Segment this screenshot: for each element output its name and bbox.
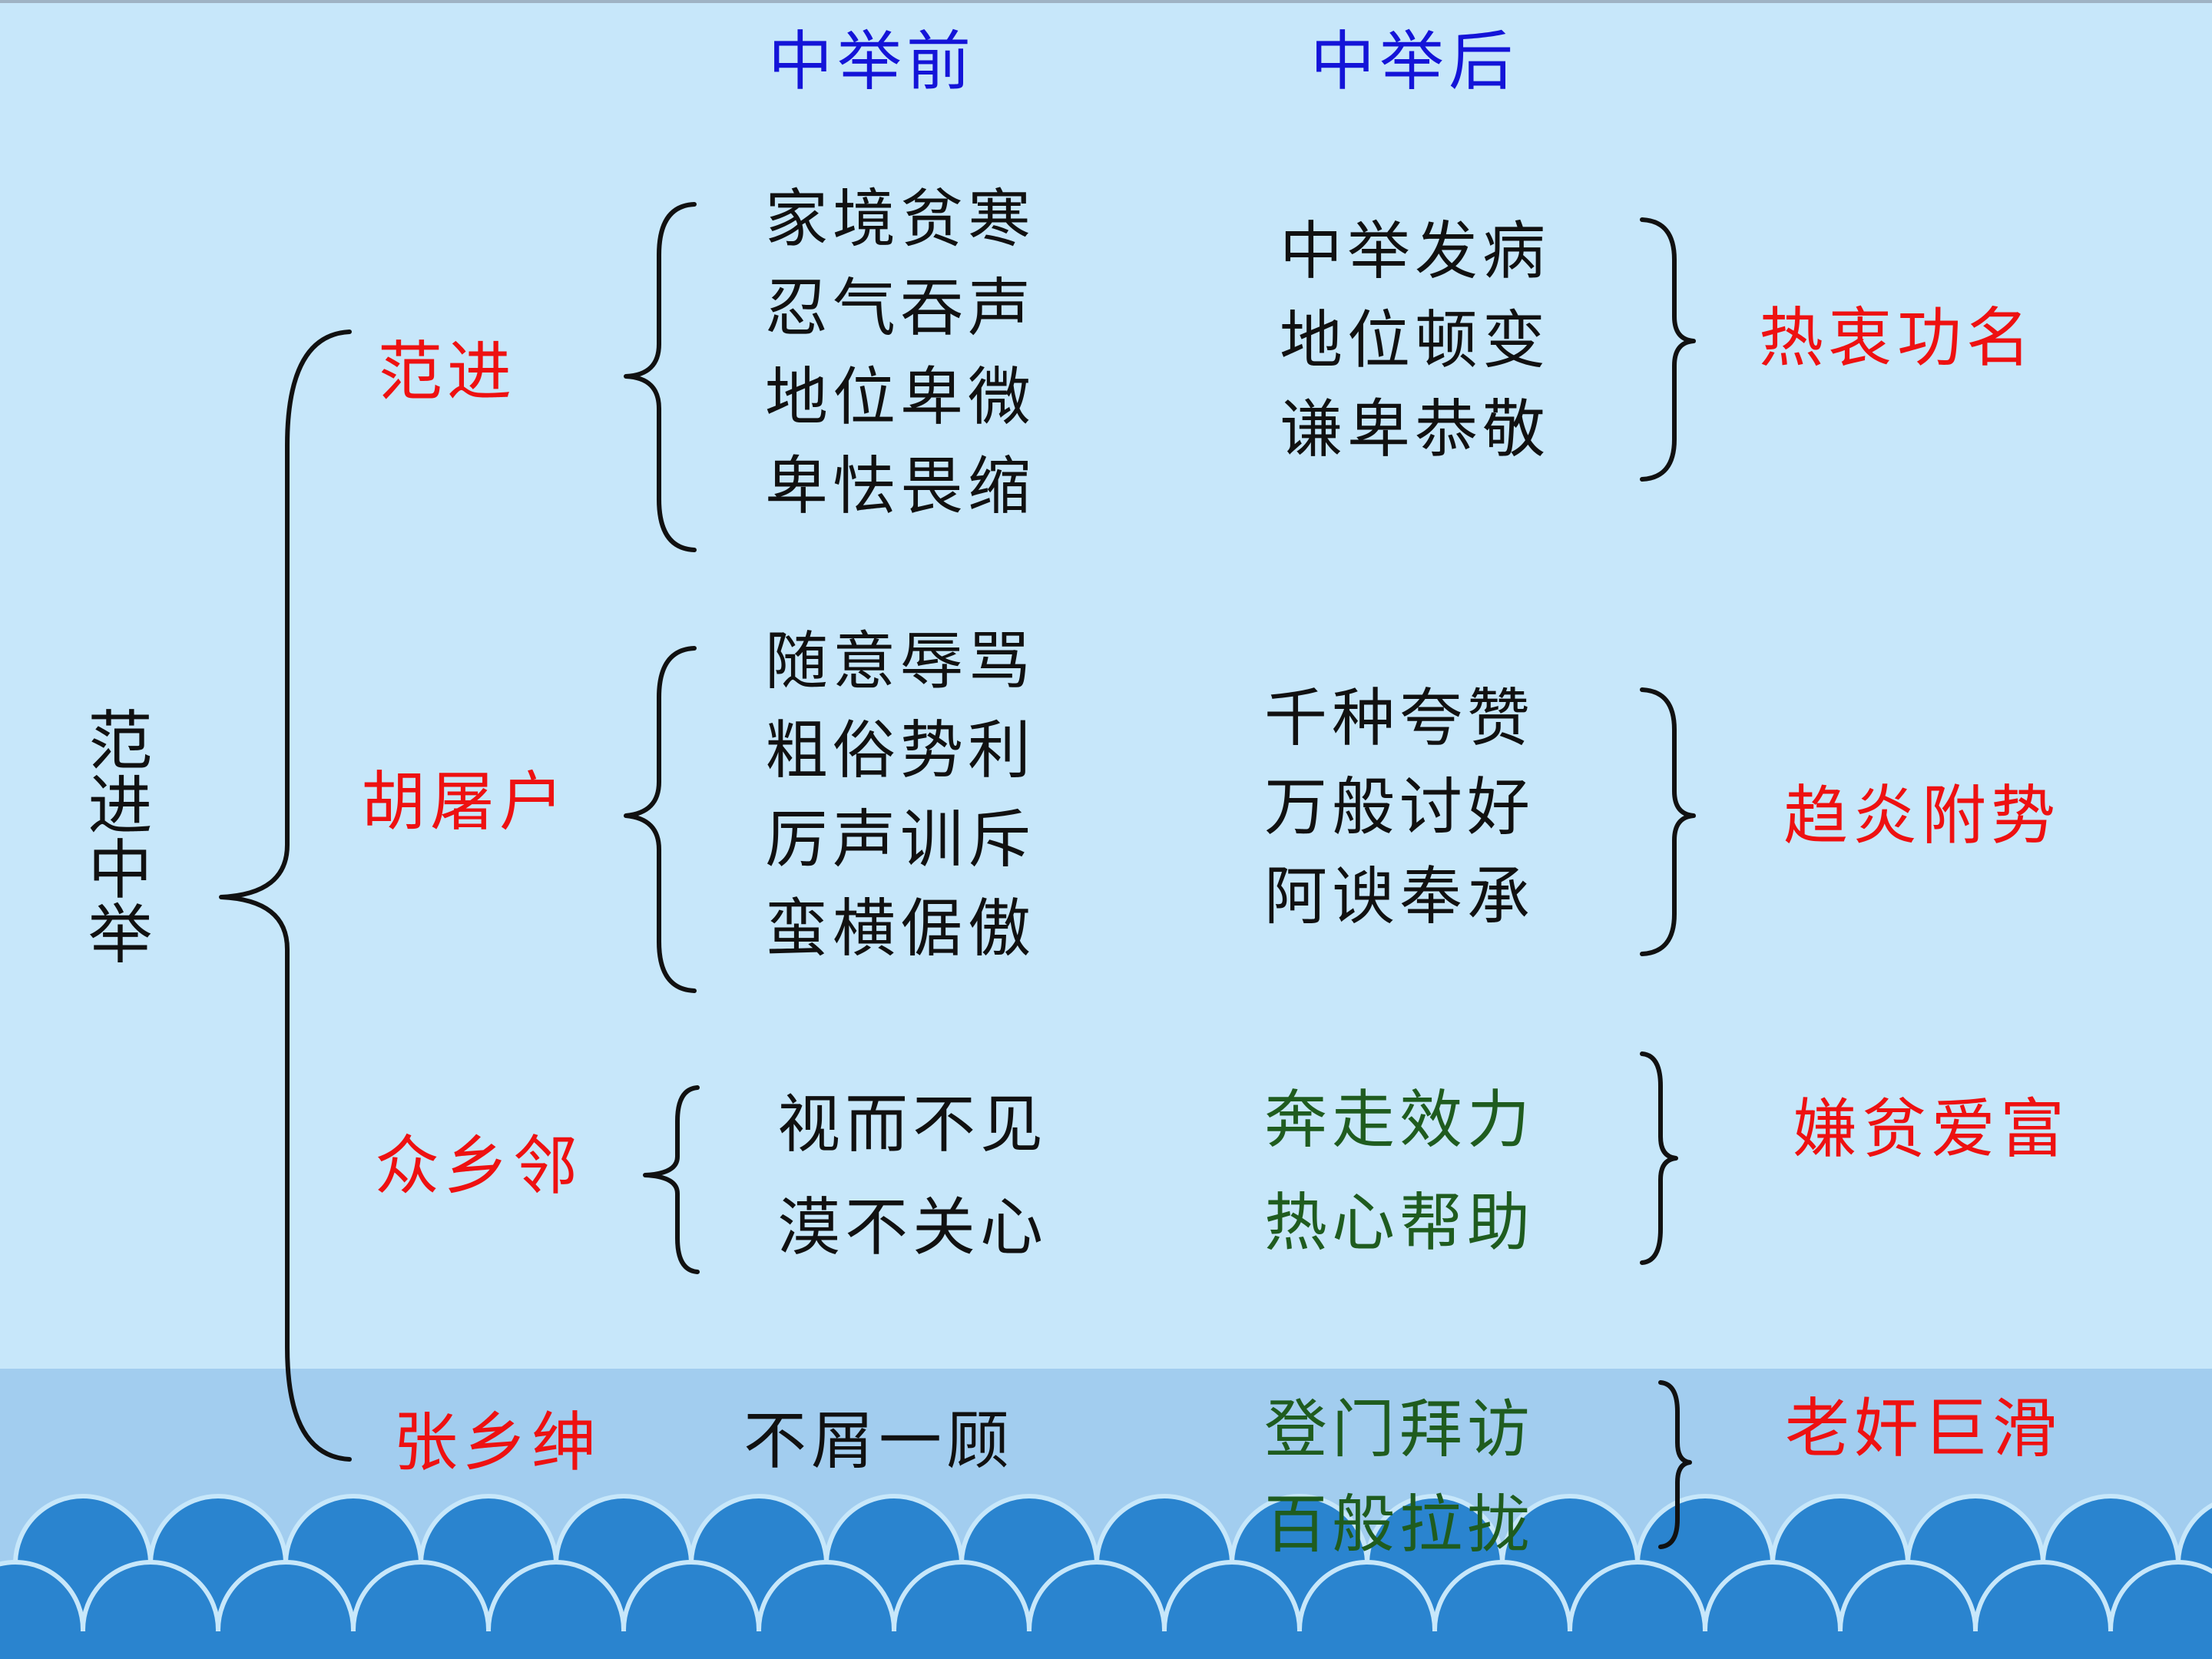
top-border: [0, 0, 2212, 3]
group4-summary: 老奸巨滑: [1785, 1391, 2062, 1466]
group4-before-item: 不屑一顾: [743, 1405, 1015, 1478]
group1-after-brace: [1640, 217, 1696, 482]
group2-before-item: 随意辱骂: [765, 625, 1036, 698]
wave-pattern: [0, 1494, 2212, 1659]
group2-before-item: 蛮横倨傲: [765, 892, 1036, 965]
group2-summary: 趋炎附势: [1783, 778, 2061, 853]
group1-before-item: 卑怯畏缩: [765, 450, 1036, 523]
group3-after-item: 热心帮助: [1264, 1187, 1535, 1260]
group3-before-item: 视而不见: [777, 1088, 1048, 1161]
group2-before-item: 粗俗势利: [765, 714, 1036, 787]
group3-after-list: 奔走效力 热心帮助: [1264, 1069, 1535, 1275]
group2-after-list: 千种夸赞 万般讨好 阿谀奉承: [1264, 674, 1535, 942]
group1-before-item: 忍气吞声: [765, 272, 1036, 345]
group1-summary: 热衷功名: [1759, 300, 2036, 376]
group1-name: 范进: [378, 334, 517, 409]
group1-after-list: 中举发病 地位顿变 谦卑恭敬: [1280, 207, 1550, 475]
group3-name: 众乡邻: [375, 1128, 583, 1204]
group1-before-brace: [624, 202, 697, 552]
group1-before-item: 地位卑微: [765, 361, 1036, 434]
group3-before-brace: [643, 1085, 700, 1274]
group4-after-item: 登门拜访: [1264, 1393, 1535, 1466]
root-title: 范进中举: [78, 707, 153, 965]
group1-after-item: 地位顿变: [1280, 304, 1551, 377]
group1-after-item: 谦卑恭敬: [1280, 393, 1551, 466]
group4-before-list: 不屑一顾: [743, 1410, 1014, 1473]
wave-base: [0, 1631, 2212, 1659]
group1-before-list: 家境贫寒 忍气吞声 地位卑微 卑怯畏缩: [765, 175, 1035, 531]
group4-after-brace: [1658, 1380, 1692, 1549]
group2-before-brace: [624, 646, 697, 993]
group1-after-item: 中举发病: [1280, 215, 1551, 288]
header-before: 中举前: [768, 24, 976, 99]
group2-after-item: 千种夸赞: [1264, 682, 1535, 755]
group1-before-item: 家境贫寒: [765, 183, 1036, 256]
group4-after-list: 登门拜访 百般拉拢: [1264, 1382, 1535, 1573]
group3-before-item: 漠不关心: [777, 1191, 1048, 1264]
header-after: 中举后: [1310, 24, 1518, 99]
group3-after-item: 奔走效力: [1264, 1084, 1535, 1157]
group4-after-item: 百般拉拢: [1264, 1488, 1535, 1561]
group2-name: 胡屠户: [361, 764, 569, 839]
group2-after-item: 万般讨好: [1264, 771, 1535, 844]
group3-after-brace: [1640, 1051, 1678, 1265]
group3-before-list: 视而不见 漠不关心: [777, 1074, 1048, 1280]
group2-after-item: 阿谀奉承: [1264, 860, 1535, 933]
group2-before-item: 厉声训斥: [765, 803, 1036, 876]
group2-before-list: 随意辱骂 粗俗势利 厉声训斥 蛮横倨傲: [765, 618, 1035, 974]
group4-name: 张乡绅: [393, 1405, 601, 1480]
group2-after-brace: [1640, 687, 1696, 956]
group3-summary: 嫌贫爱富: [1793, 1091, 2070, 1167]
root-brace: [219, 329, 352, 1462]
